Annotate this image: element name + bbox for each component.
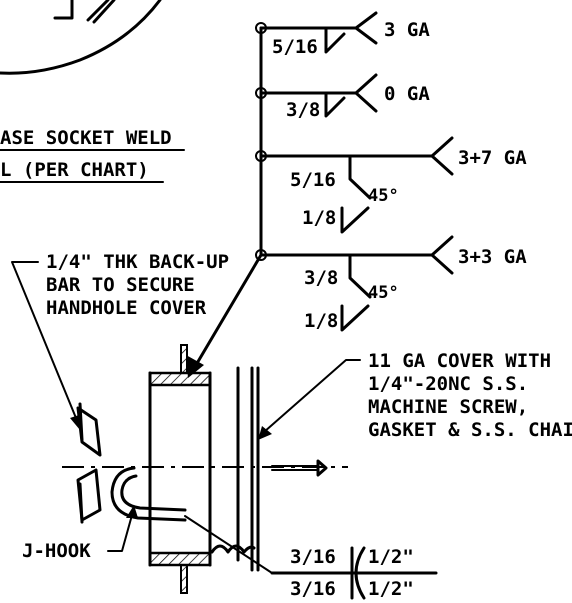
j-hook-label: J-HOOK (22, 540, 91, 562)
weld-symbol-1: 5/16 3 GA (259, 11, 430, 58)
cover-line4: GASKET & S.S. CHAIN (368, 419, 572, 441)
bottom-weld-top-right: 1/2" (368, 546, 414, 568)
backup-bar-line1: 1/4" THK BACK-UP (46, 251, 229, 273)
fillet-weld-bead (210, 544, 256, 554)
bottom-weld-symbol: 3/16 3/16 1/2" 1/2" (184, 515, 438, 600)
bottom-weld-bottom-right: 1/2" (368, 578, 414, 600)
weld-ga-2: 0 GA (384, 83, 430, 105)
bottom-weld-bottom-left: 3/16 (290, 578, 336, 600)
weld-ga-1: 3 GA (384, 19, 430, 41)
weld-size-bottom-4: 1/8 (304, 310, 338, 332)
backup-bar-line3: HANDHOLE COVER (46, 297, 207, 319)
weld-size-1: 5/16 (272, 36, 318, 58)
weld-size-bottom-3: 1/8 (302, 207, 336, 229)
weld-symbol-3: 5/16 45° 1/8 3+7 GA (259, 136, 527, 234)
handhole-cover (236, 366, 260, 572)
cover-line1: 11 GA COVER WITH (368, 350, 551, 372)
cover-leader-arrowhead (258, 426, 272, 440)
socket-weld-line2: L (PER CHART) (0, 159, 149, 181)
weld-ga-3: 3+7 GA (458, 147, 527, 169)
pipe-arc-fragment (0, 0, 162, 75)
bottom-weld-top-left: 3/16 (290, 546, 336, 568)
cover-line3: MACHINE SCREW, (368, 396, 528, 418)
j-hook-arrowhead (126, 505, 138, 518)
j-hook-callout: J-HOOK (22, 505, 138, 562)
cover-line2: 1/4"-20NC S.S. (368, 373, 528, 395)
weld-ga-4: 3+3 GA (458, 246, 527, 268)
weld-angle-3: 45° (368, 186, 399, 206)
socket-weld-line1: ASE SOCKET WELD (0, 127, 172, 149)
socket-weld-note: ASE SOCKET WELD L (PER CHART) (0, 127, 185, 183)
socket-body (148, 344, 212, 594)
weld-angle-4: 45° (368, 283, 399, 303)
backup-bar-callout: 1/4" THK BACK-UP BAR TO SECURE HANDHOLE … (11, 251, 229, 430)
backup-bar-line2: BAR TO SECURE (46, 274, 195, 296)
weld-symbol-2: 3/8 0 GA (259, 73, 430, 121)
weld-size-top-3: 5/16 (290, 169, 336, 191)
machine-screw (271, 459, 328, 477)
weld-size-2: 3/8 (286, 99, 320, 121)
backup-bar (76, 402, 102, 524)
weld-reference-line (255, 22, 267, 261)
cover-callout: 11 GA COVER WITH 1/4"-20NC S.S. MACHINE … (258, 350, 572, 441)
weld-size-top-4: 3/8 (304, 267, 338, 289)
weld-symbol-4: 3/8 45° 1/8 3+3 GA (259, 235, 527, 332)
